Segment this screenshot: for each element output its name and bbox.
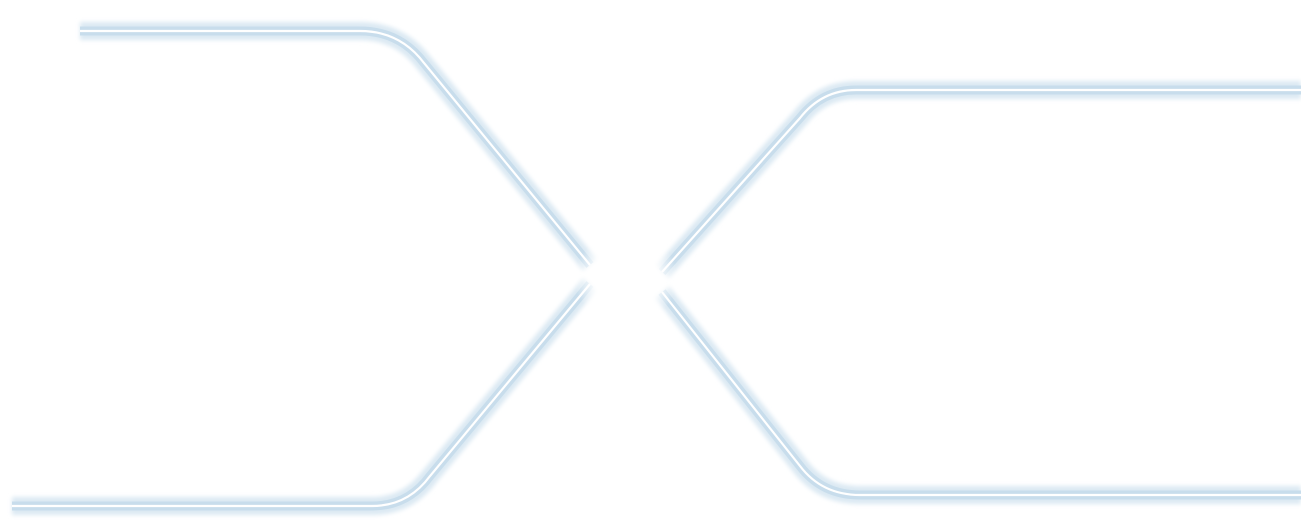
lower-right-line bbox=[654, 286, 1301, 504]
center-glow bbox=[574, 232, 678, 324]
lower-left-line bbox=[12, 278, 597, 515]
upper-left-line bbox=[80, 22, 597, 271]
upper-right-line bbox=[655, 81, 1301, 279]
